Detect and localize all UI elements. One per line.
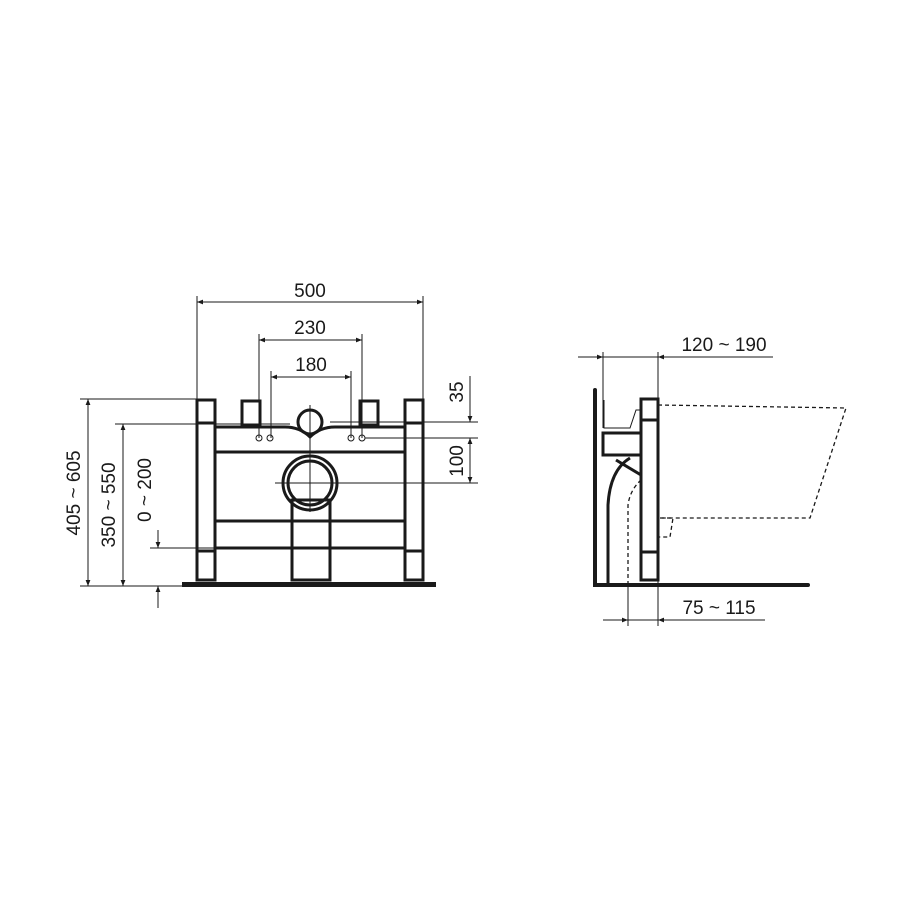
dim-180: 180 xyxy=(295,355,327,376)
left-post xyxy=(195,398,217,582)
dim-100: 100 xyxy=(447,445,468,477)
side-view: 120 ~ 190 75 ~ 115 xyxy=(578,335,847,626)
cistern-fitting xyxy=(603,400,641,429)
wc-bowl-outline xyxy=(657,404,847,519)
left-bracket xyxy=(240,399,262,427)
supply-pipe xyxy=(606,456,631,585)
side-dimension-lines xyxy=(578,352,773,626)
dim-wall-distance: 75 ~ 115 xyxy=(682,598,755,619)
wc-outlet-outline xyxy=(658,517,674,538)
right-bracket xyxy=(358,399,380,427)
dimension-lines xyxy=(85,299,473,608)
dim-230: 230 xyxy=(294,318,326,339)
dim-depth: 120 ~ 190 xyxy=(681,335,766,356)
extension-lines xyxy=(80,296,478,587)
bracket-side xyxy=(601,431,643,457)
wall-floor xyxy=(593,388,810,587)
dim-fixing-height: 350 ~ 550 xyxy=(99,462,120,547)
dim-leg-adjust: 0 ~ 200 xyxy=(135,458,156,522)
drain-pipe xyxy=(290,498,332,582)
frame-side xyxy=(639,397,660,582)
dim-500: 500 xyxy=(294,281,326,302)
front-view: 500 230 180 35 100 405 ~ 605 350 ~ 550 0… xyxy=(64,281,478,608)
dim-total-height: 405 ~ 605 xyxy=(64,450,85,535)
floor-line xyxy=(182,582,436,587)
drain-dashed xyxy=(627,479,642,585)
dim-35: 35 xyxy=(447,381,468,402)
support-strut xyxy=(615,458,642,477)
right-post xyxy=(403,398,425,582)
